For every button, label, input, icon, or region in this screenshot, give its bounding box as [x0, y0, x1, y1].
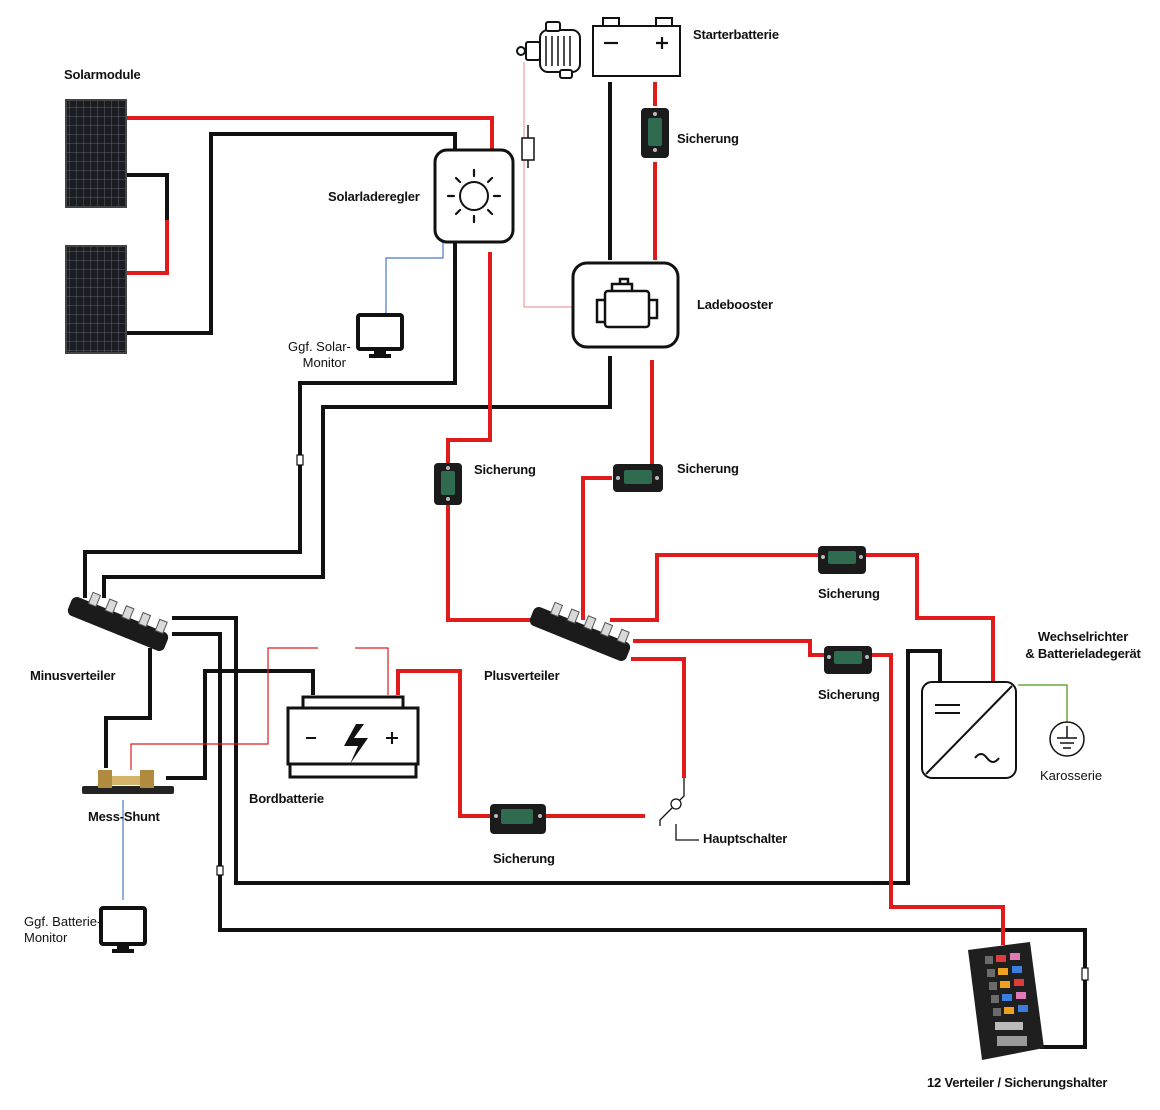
label-solar-charger: Solarladeregler	[328, 189, 420, 204]
sense-wires	[130, 647, 389, 770]
label-fuse-starter: Sicherung	[677, 131, 739, 146]
house-battery-icon	[286, 695, 420, 779]
fuse-booster-icon	[613, 464, 663, 492]
label-charge-booster: Ladebooster	[697, 297, 773, 312]
label-inverter-line1: Wechselrichter	[1037, 629, 1129, 644]
negative-wires	[83, 82, 1087, 1049]
fuse-battery-icon	[490, 804, 546, 834]
ground-wire	[1018, 684, 1068, 722]
label-fuse-inverter: Sicherung	[818, 586, 880, 601]
label-battery-monitor: Ggf. Batterie- Monitor	[24, 914, 101, 946]
inverter-icon	[921, 681, 1017, 779]
label-fuse-solar: Sicherung	[474, 462, 536, 477]
solar-monitor-icon	[356, 313, 404, 358]
ground-icon	[1049, 721, 1085, 757]
label-battery-monitor-line1: Ggf. Batterie-	[24, 914, 102, 929]
alternator-icon	[516, 21, 581, 79]
fuse-inverter-icon	[818, 546, 866, 574]
label-starter-battery: Starterbatterie	[693, 27, 779, 42]
positive-wires	[127, 82, 1005, 945]
label-plus-distributor: Plusverteiler	[484, 668, 560, 683]
shunt-icon	[82, 770, 174, 794]
solar-panel-top	[65, 99, 127, 208]
plus-distributor-icon	[529, 601, 631, 661]
label-house-battery: Bordbatterie	[249, 791, 324, 806]
solar-charger-icon	[433, 148, 515, 244]
label-fuse-block: 12 Verteiler / Sicherungshalter	[927, 1075, 1108, 1090]
fuse-block-icon	[968, 942, 1044, 1060]
main-switch-icon	[659, 778, 699, 841]
charge-booster-icon	[571, 261, 680, 349]
label-inverter-line2: & Batterieladegerät	[1025, 646, 1141, 661]
battery-monitor-icon	[99, 906, 147, 953]
label-minus-distributor: Minusverteiler	[30, 668, 116, 683]
solar-panel-bottom	[65, 245, 127, 354]
fuse-solar-icon	[434, 463, 462, 505]
label-ground: Karosserie	[1040, 768, 1103, 783]
starter-battery-icon	[592, 17, 681, 77]
fuses	[434, 108, 872, 834]
cable-markers	[216, 454, 1089, 981]
label-fuse-battery: Sicherung	[493, 851, 555, 866]
fuse-distributor-icon	[824, 646, 872, 674]
label-main-switch: Hauptschalter	[703, 831, 788, 846]
fuse-starter-icon	[641, 108, 669, 158]
inline-fuse-icon	[521, 125, 535, 168]
solar-monitor-data-wire	[385, 240, 444, 313]
label-inverter: Wechselrichter & Batterieladegerät	[1020, 628, 1146, 662]
label-fuse-booster: Sicherung	[677, 461, 739, 476]
label-solar-modules: Solarmodule	[64, 67, 141, 82]
label-solar-monitor-line1: Ggf. Solar-	[288, 339, 351, 354]
label-shunt: Mess-Shunt	[88, 809, 160, 824]
d-plus-signal-wire	[523, 62, 573, 308]
minus-distributor-icon	[67, 591, 169, 651]
label-solar-monitor-line2: Monitor	[302, 355, 346, 370]
label-solar-monitor: Ggf. Solar- Monitor	[288, 339, 351, 371]
label-fuse-distributor: Sicherung	[818, 687, 880, 702]
label-battery-monitor-line2: Monitor	[24, 930, 68, 945]
